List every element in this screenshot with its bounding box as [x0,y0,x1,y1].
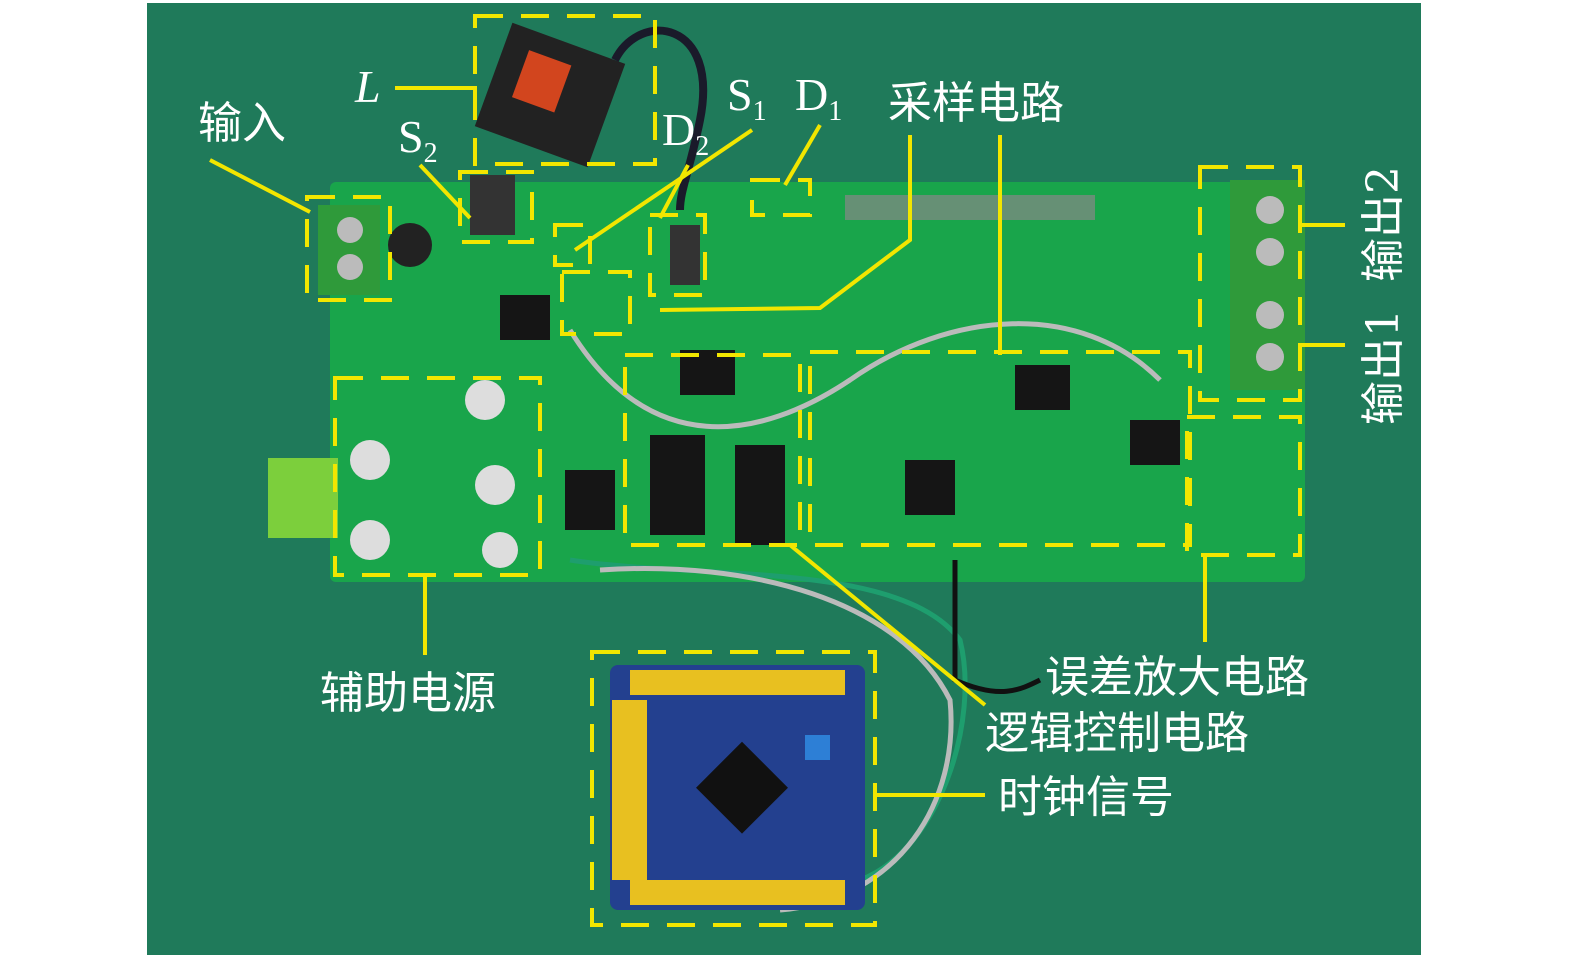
label-error-amp: 误差放大电路 [1045,652,1309,703]
label-s1: S1 [727,69,767,127]
label-aux-power: 辅助电源 [320,668,496,719]
green-connector [268,458,338,538]
label-clock-signal: 时钟信号 [998,772,1174,823]
inductor-transformer [474,22,626,168]
label-logic-control: 逻辑控制电路 [985,708,1249,759]
label-output2: 输出2 [1358,166,1409,282]
label-d1: D1 [795,69,842,127]
label-inductor: L [354,61,381,112]
leader-lines [209,86,1345,797]
label-input: 输入 [198,98,286,149]
label-output1: 输出1 [1358,309,1409,425]
label-sampling-circuit: 采样电路 [888,78,1064,129]
label-s2: S2 [398,111,438,169]
label-d2: D2 [662,104,709,162]
